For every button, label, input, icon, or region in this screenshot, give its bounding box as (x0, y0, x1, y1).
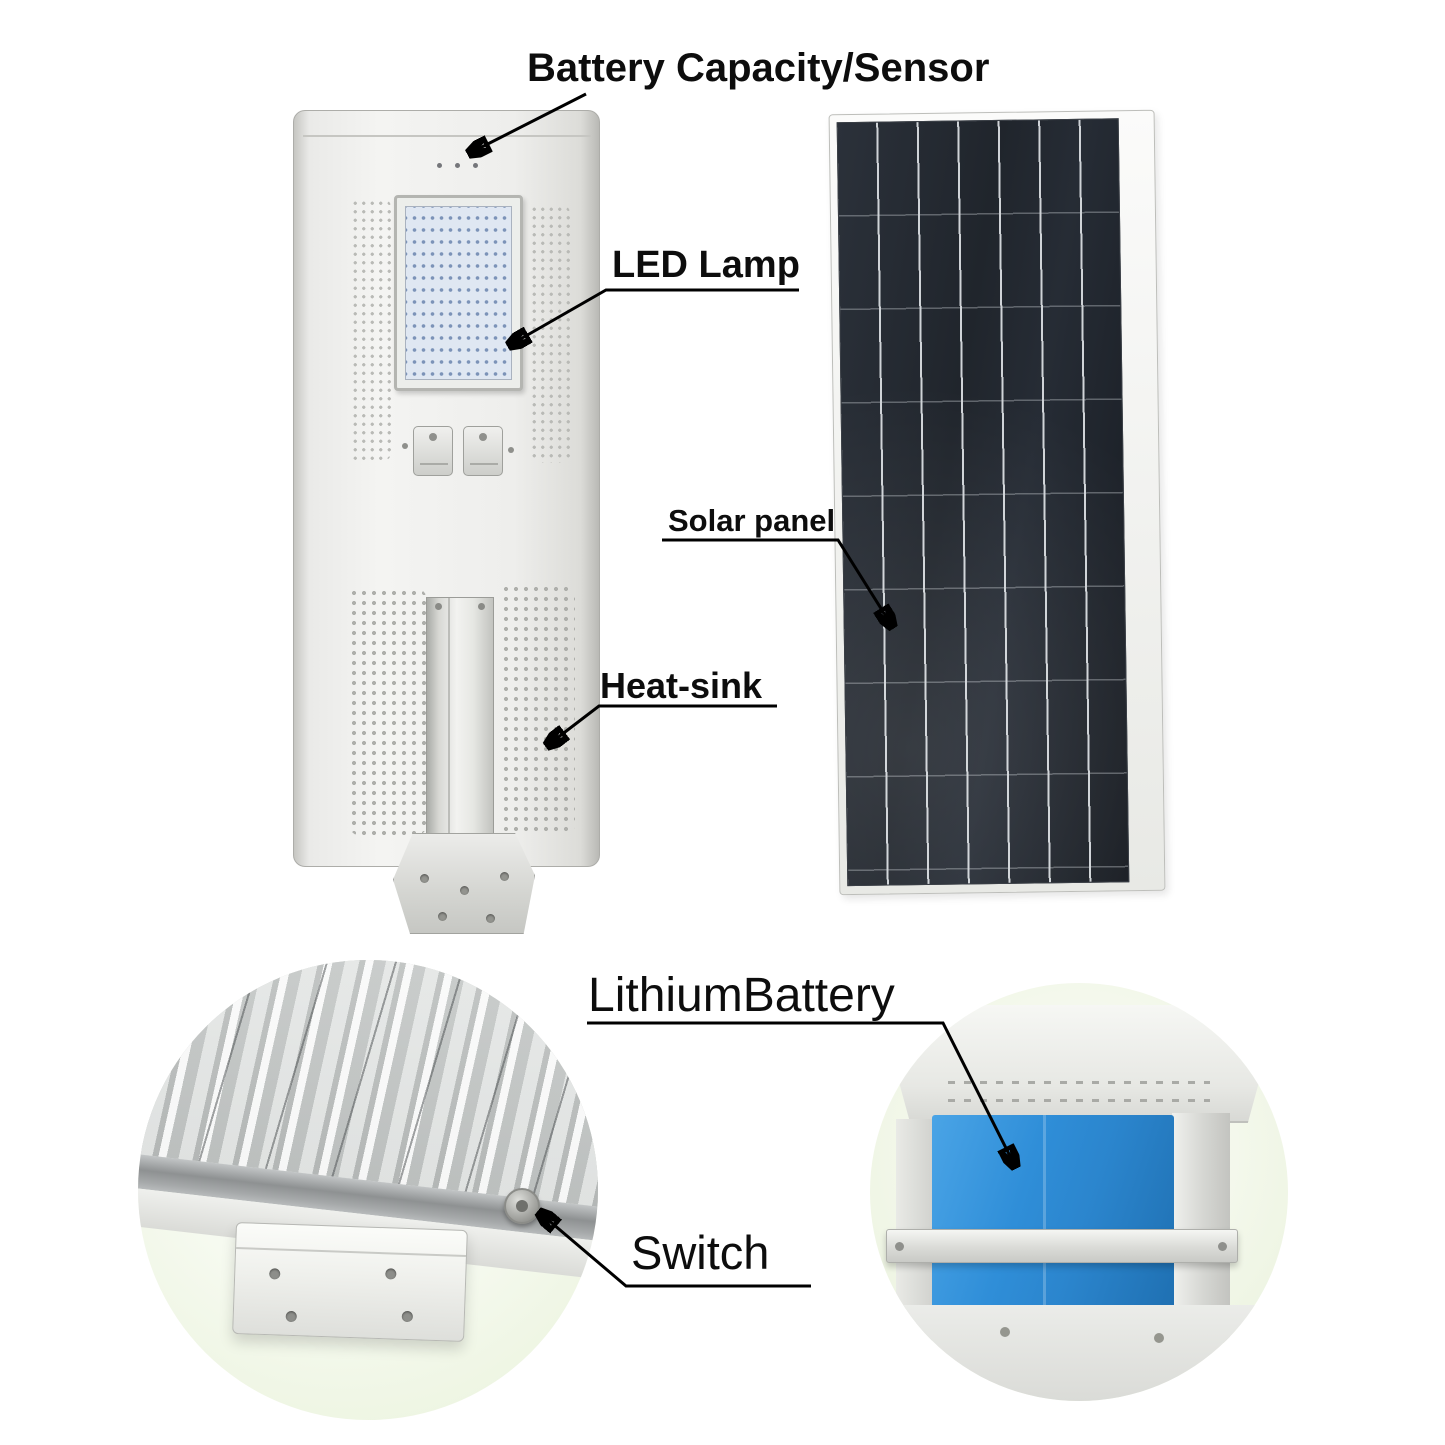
mounting-bracket (232, 1221, 468, 1343)
vent-perforation-right (530, 205, 570, 463)
screw-hole (438, 912, 447, 921)
housing-wall-right (1172, 1113, 1230, 1343)
power-switch-button[interactable] (504, 1188, 540, 1224)
screw-hole (401, 1310, 414, 1323)
mounting-pole-bracket (426, 597, 494, 842)
screw (1218, 1242, 1227, 1251)
screw-hole (500, 872, 509, 881)
screw-hole (460, 886, 469, 895)
switch-detail-circle (138, 960, 598, 1420)
screw (478, 603, 485, 610)
screw (1154, 1333, 1164, 1343)
screw-hole (420, 874, 429, 883)
housing-base (882, 1305, 1276, 1401)
screw (895, 1242, 904, 1251)
street-light-back-view (828, 109, 1166, 896)
lamp-housing-back (878, 1005, 1280, 1123)
heat-sink-left (349, 588, 427, 836)
battery-detail-circle (870, 983, 1288, 1401)
solar-panel-surface (836, 118, 1130, 887)
screw-hole (269, 1268, 281, 1280)
indicator-dot (437, 163, 442, 168)
screw-hole (486, 914, 495, 923)
label-led-lamp: LED Lamp (612, 244, 800, 286)
battery-retaining-bar (886, 1229, 1238, 1263)
mounting-clip-left (413, 426, 453, 476)
led-grid (405, 206, 512, 380)
heat-sink-right (501, 584, 575, 836)
indicator-dot (455, 163, 460, 168)
screw (508, 447, 514, 453)
street-light-front-view (293, 110, 600, 936)
screw-hole (285, 1310, 297, 1323)
bracket-fold-line (236, 1247, 467, 1258)
mounting-clip-right (463, 426, 503, 476)
battery-capacity-sensor-indicators (437, 163, 478, 168)
label-battery-capacity-sensor: Battery Capacity/Sensor (527, 46, 990, 90)
label-solar-panel: Solar panel (668, 503, 836, 538)
screw (402, 443, 408, 449)
indicator-dot (473, 163, 478, 168)
lithium-battery-pack (932, 1115, 1174, 1309)
top-seam (303, 135, 591, 137)
screw (1000, 1327, 1010, 1337)
led-lamp-panel (394, 195, 523, 391)
mounting-base-plate (393, 833, 535, 934)
screw (435, 603, 442, 610)
label-switch: Switch (631, 1226, 770, 1279)
screw-hole (385, 1268, 397, 1280)
vent-perforation-left (351, 199, 391, 461)
vent-slits (948, 1075, 1210, 1109)
label-heat-sink: Heat-sink (600, 665, 763, 706)
label-lithium-battery: LithiumBattery (588, 969, 895, 1022)
